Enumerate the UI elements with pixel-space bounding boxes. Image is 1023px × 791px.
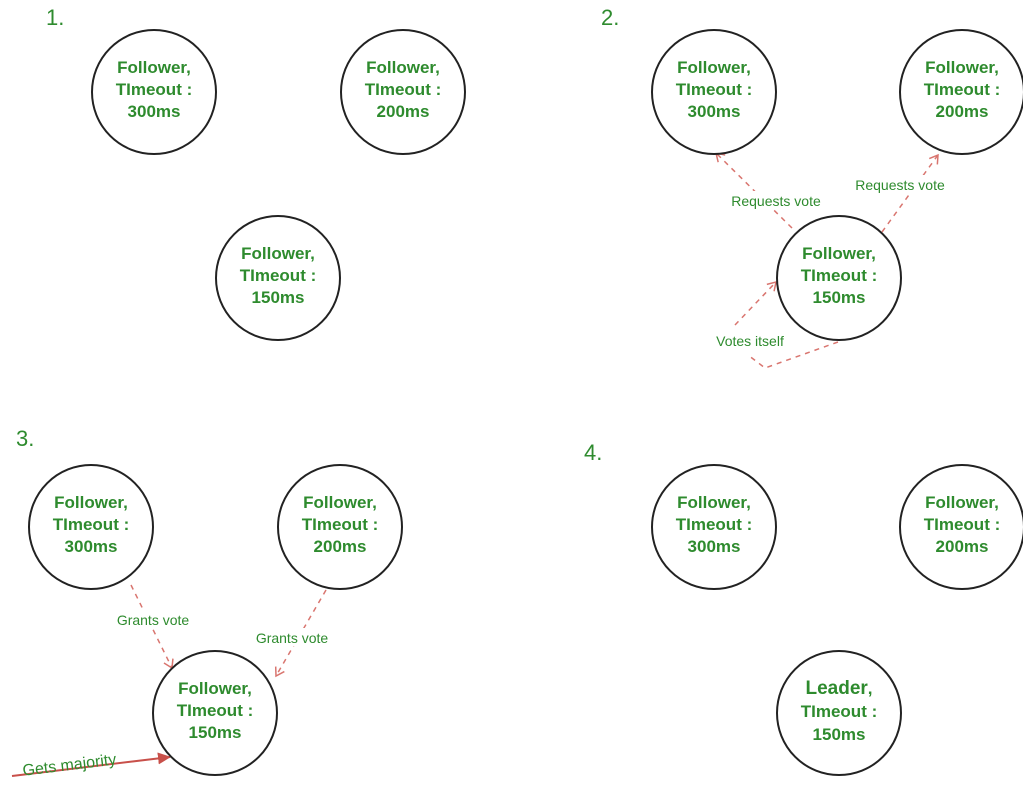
node-timeout-label: TImeout : — [801, 266, 878, 285]
node-timeout-value: 150ms — [813, 288, 866, 307]
node-timeout-value: 200ms — [314, 537, 367, 556]
self-vote-path — [747, 341, 839, 369]
node-circle — [776, 650, 902, 776]
follower-node: Follower, TImeout : 200ms — [277, 464, 403, 590]
node-timeout-value: 200ms — [377, 102, 430, 121]
step-3-label: 3. — [16, 426, 34, 451]
node-role: Follower, — [802, 244, 876, 263]
node-timeout-value: 150ms — [189, 723, 242, 742]
node-timeout-label: TImeout : — [365, 80, 442, 99]
edge-label-requests-vote: Requests vote — [731, 193, 821, 209]
edge-label-gets-majority: Gets majority — [22, 751, 118, 779]
edge-label-votes-itself: Votes itself — [716, 333, 784, 349]
node-timeout-label: TImeout : — [676, 515, 753, 534]
follower-node: Follower, TImeout : 200ms — [340, 29, 466, 155]
node-timeout-label: TImeout : — [240, 266, 317, 285]
node-timeout-value: 300ms — [128, 102, 181, 121]
follower-node: Follower, TImeout : 150ms — [152, 650, 278, 776]
leader-role: Leader — [805, 678, 868, 699]
node-timeout-value: 150ms — [813, 725, 866, 744]
request-vote-arrow-200 — [881, 153, 939, 233]
node-timeout-label: TImeout : — [177, 701, 254, 720]
follower-node: Follower, TImeout : 200ms — [899, 464, 1023, 590]
gets-majority-arrow — [11, 752, 171, 777]
node-timeout-label: TImeout : — [676, 80, 753, 99]
edge-label-requests-vote: Requests vote — [855, 177, 945, 193]
follower-node: Follower, TImeout : 150ms — [215, 215, 341, 341]
step-4-label: 4. — [584, 440, 602, 465]
follower-node: Follower, TImeout : 300ms — [91, 29, 217, 155]
follower-node: Follower, TImeout : 300ms — [651, 29, 777, 155]
node-timeout-label: TImeout : — [924, 515, 1001, 534]
edge-label-grants-vote: Grants vote — [256, 630, 329, 646]
node-timeout-value: 300ms — [688, 537, 741, 556]
node-circle — [215, 215, 341, 341]
node-timeout-value: 150ms — [252, 288, 305, 307]
node-role: Follower, — [677, 58, 751, 77]
node-circle — [91, 29, 217, 155]
node-role: Follower, — [117, 58, 191, 77]
node-circle — [776, 215, 902, 341]
node-timeout-label: TImeout : — [53, 515, 130, 534]
node-role: Follower, — [925, 58, 999, 77]
node-role: Follower, — [366, 58, 440, 77]
node-circle — [651, 464, 777, 590]
node-timeout-label: TImeout : — [302, 515, 379, 534]
grant-vote-arrow-200 — [274, 589, 327, 678]
node-timeout-value: 300ms — [65, 537, 118, 556]
node-role: Follower, — [178, 679, 252, 698]
leader-comma: , — [868, 679, 873, 698]
node-circle — [152, 650, 278, 776]
node-role: Leader, — [805, 678, 872, 699]
node-timeout-value: 200ms — [936, 102, 989, 121]
follower-node: Follower, TImeout : 200ms — [899, 29, 1023, 155]
node-circle — [651, 29, 777, 155]
node-circle — [899, 464, 1023, 590]
node-role: Follower, — [54, 493, 128, 512]
node-timeout-label: TImeout : — [801, 702, 878, 721]
edge-label-grants-vote: Grants vote — [117, 612, 190, 628]
follower-node: Follower, TImeout : 300ms — [651, 464, 777, 590]
node-role: Follower, — [677, 493, 751, 512]
node-circle — [277, 464, 403, 590]
node-timeout-value: 300ms — [688, 102, 741, 121]
node-circle — [899, 29, 1023, 155]
leader-node: Leader, TImeout : 150ms — [776, 650, 902, 776]
request-vote-arrow-300 — [714, 152, 793, 229]
node-circle — [340, 29, 466, 155]
node-timeout-label: TImeout : — [924, 80, 1001, 99]
node-role: Follower, — [303, 493, 377, 512]
node-timeout-value: 200ms — [936, 537, 989, 556]
node-timeout-label: TImeout : — [116, 80, 193, 99]
follower-node: Follower, TImeout : 300ms — [28, 464, 154, 590]
step-1-label: 1. — [46, 5, 64, 30]
node-role: Follower, — [241, 244, 315, 263]
node-role: Follower, — [925, 493, 999, 512]
follower-node: Follower, TImeout : 150ms — [776, 215, 902, 341]
self-vote-arrow — [734, 280, 777, 326]
step-2-label: 2. — [601, 5, 619, 30]
node-circle — [28, 464, 154, 590]
